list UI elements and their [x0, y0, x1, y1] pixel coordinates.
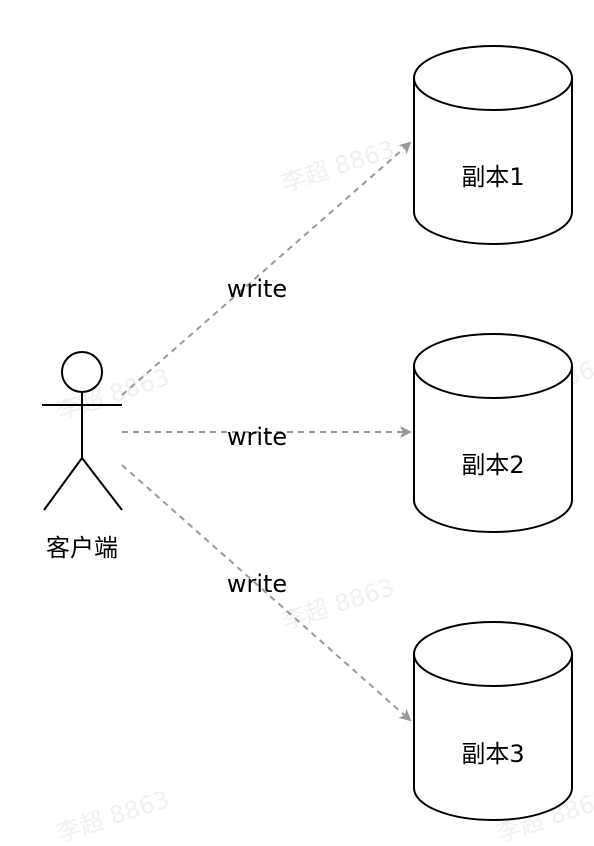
replica-2[interactable]: 副本2 — [413, 333, 573, 533]
actor-left-leg — [43, 457, 83, 511]
cylinder-top — [413, 621, 573, 687]
edge-label-write: write — [227, 423, 287, 451]
cylinder-body — [413, 366, 573, 533]
actor-label: 客户端 — [46, 534, 118, 562]
edge-label-write: write — [227, 275, 287, 303]
replica-label: 副本2 — [461, 451, 524, 479]
watermark-text: 李超 8863 — [53, 785, 173, 846]
cylinder-top — [413, 45, 573, 111]
replica-label: 副本1 — [461, 163, 524, 191]
edge-label-write: write — [227, 570, 287, 598]
cylinder-top — [413, 333, 573, 399]
replica-1[interactable]: 副本1 — [413, 45, 573, 245]
edge-to-replica-1[interactable] — [121, 141, 412, 396]
replica-3[interactable]: 副本3 — [413, 621, 573, 821]
edge-to-replica-3[interactable] — [121, 464, 412, 722]
client-actor[interactable]: 客户端 — [42, 351, 123, 562]
actor-right-leg — [81, 457, 123, 511]
actor-head — [61, 351, 103, 393]
watermark-text: 李超 8863 — [278, 135, 398, 198]
cylinder-body — [413, 78, 573, 245]
edges: write write write — [121, 141, 412, 722]
watermark-text: 李超 8863 — [278, 573, 398, 636]
replica-label: 副本3 — [461, 740, 524, 768]
cylinder-body — [413, 654, 573, 821]
